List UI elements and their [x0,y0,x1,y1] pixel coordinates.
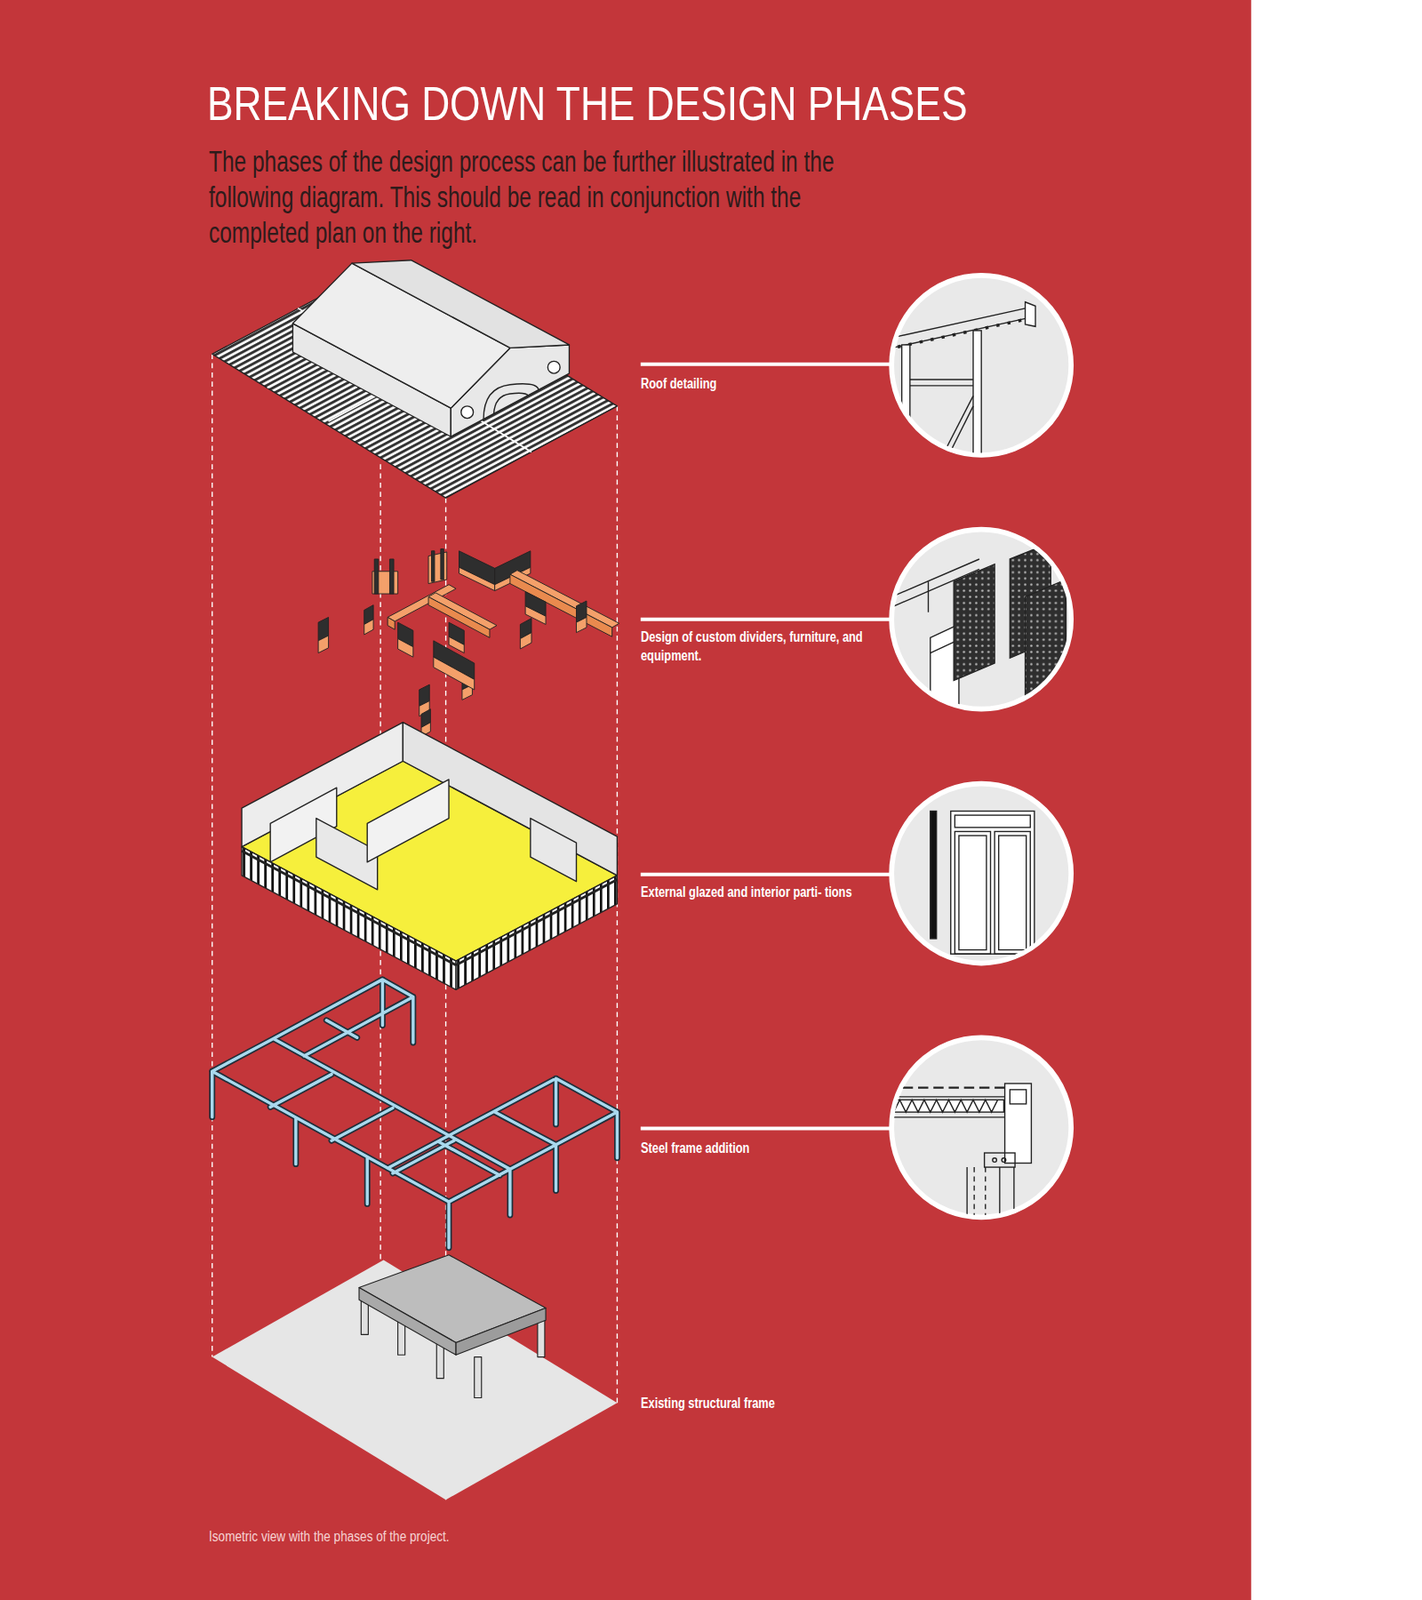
divider-detail-drawing-part [1025,579,1067,696]
phase-label: Existing structural frame [640,1393,887,1413]
roof-layer-part [547,360,560,374]
roof-layer-part [351,260,569,349]
furniture-layer-part [387,616,395,630]
frame-detail-drawing-part [966,1166,967,1224]
roof-detail-drawing-part [1025,302,1036,328]
phase-label: Design of custom dividers, furniture, an… [640,627,887,665]
partitions-layer-part [241,846,456,991]
furniture-layer-part [510,570,620,628]
phase-label: Roof detailing [640,374,887,393]
detail-circle [891,275,1071,1217]
frame-detail-drawing-part [887,1095,1011,1097]
detail-circle-part [891,1037,1071,1217]
frame-detail-drawing-part [887,1086,1011,1088]
scaled-layer [0,0,1252,1600]
roof-layer-part [212,263,618,498]
frame-detail-drawing-part [984,1152,1015,1167]
intro-text: The phases of the design process can be … [208,143,849,250]
frame-detail-drawing-part [1013,1166,1015,1224]
steel-frame [212,979,618,1248]
door-detail-drawing [930,811,1035,955]
roof-layer-part [461,406,474,419]
frame-detail-drawing-part [893,1099,998,1112]
frame-detail-drawing-part [998,1166,1000,1224]
frame-detail-drawing-part [887,1116,1011,1118]
furniture-layer-part [576,616,587,632]
door-detail-drawing-part [950,811,1035,955]
leader-line [640,364,894,1129]
furniture-layer-part [318,635,328,654]
steel-frame-part [212,979,618,1248]
roof-layer-part [494,392,529,415]
furniture-layer-part [440,549,444,580]
partitions-layer-part [455,875,617,991]
furniture-layer-part [374,559,379,594]
leader-line-part [640,362,894,367]
partitions-layer [241,722,617,991]
existing-frame-part [455,1307,546,1355]
furniture-layer-part [389,559,394,594]
furniture-layer-part [459,567,496,591]
roof-layer-part [483,383,539,420]
roof-detail-drawing-part [910,384,974,386]
partitions-layer-part [241,850,456,966]
partitions-layer-part [455,878,617,965]
partitions-layer-part [530,818,577,882]
furniture-layer-part [448,636,464,653]
roof-detail-drawing-part [936,395,974,467]
steel-frame-part [212,979,618,1248]
furniture-layer [318,549,620,737]
furniture-layer-part [525,606,546,625]
roof-detail-drawing-part [897,318,1031,347]
door-detail-drawing-part [954,814,1031,828]
roof-detail-drawing-part [910,378,974,380]
phase-label: Steel frame addition [640,1138,887,1158]
roof-detail-drawing-part [973,330,982,468]
roof-detail-drawing-part [887,316,1036,350]
existing-frame-part [359,1287,456,1356]
dashed-guide-part [211,353,213,1357]
frame-detail-drawing [887,1083,1032,1224]
roof-detail-drawing-part [887,305,1036,339]
detail-circle-part [891,783,1071,964]
door-detail-drawing-part [954,830,991,954]
furniture-layer-part [364,619,374,635]
detail-circle-part [891,529,1071,710]
furniture-layer-part [398,639,414,658]
roof-detail-drawing [887,302,1036,468]
furniture-layer-part [428,592,497,630]
leader-line-part [640,1126,894,1130]
frame-detail-drawing-part [984,1166,986,1224]
furniture-layer-part [519,632,532,649]
furniture-layer-part [431,551,435,582]
existing-frame [212,1254,618,1500]
furniture-layer-part [433,656,475,690]
existing-frame-part [474,1357,482,1399]
leader-line-part [640,872,894,877]
frame-detail-drawing-part [889,1099,1005,1112]
roof-detail-drawing-part [902,344,911,468]
divider-detail-drawing-part [927,581,929,612]
roof-layer [212,260,618,498]
figure-caption: Isometric view with the phases of the pr… [208,1527,663,1546]
frame-detail-drawing-part [1005,1083,1032,1164]
frame-detail-drawing-part [1009,1089,1026,1104]
door-detail-drawing-part [930,811,937,939]
page-title: BREAKING DOWN THE DESIGN PHASES [207,74,1155,132]
roof-detail-drawing-part [942,406,974,468]
divider-detail-drawing [891,543,1066,728]
door-detail-drawing-part [958,835,987,951]
frame-detail-drawing-part [973,1166,975,1224]
divider-detail-drawing-part [953,564,995,681]
door-detail-drawing-part [998,835,1027,951]
leader-line-part [640,617,894,622]
partitions-layer-part [367,779,449,863]
frame-detail-drawing-part [992,1158,998,1163]
frame-detail-drawing-part [1001,1158,1007,1163]
door-detail-drawing-part [994,830,1031,954]
dashed-guide [212,353,618,1500]
phase-label: External glazed and interior parti- tion… [640,882,887,902]
red-ground [0,0,1252,1600]
